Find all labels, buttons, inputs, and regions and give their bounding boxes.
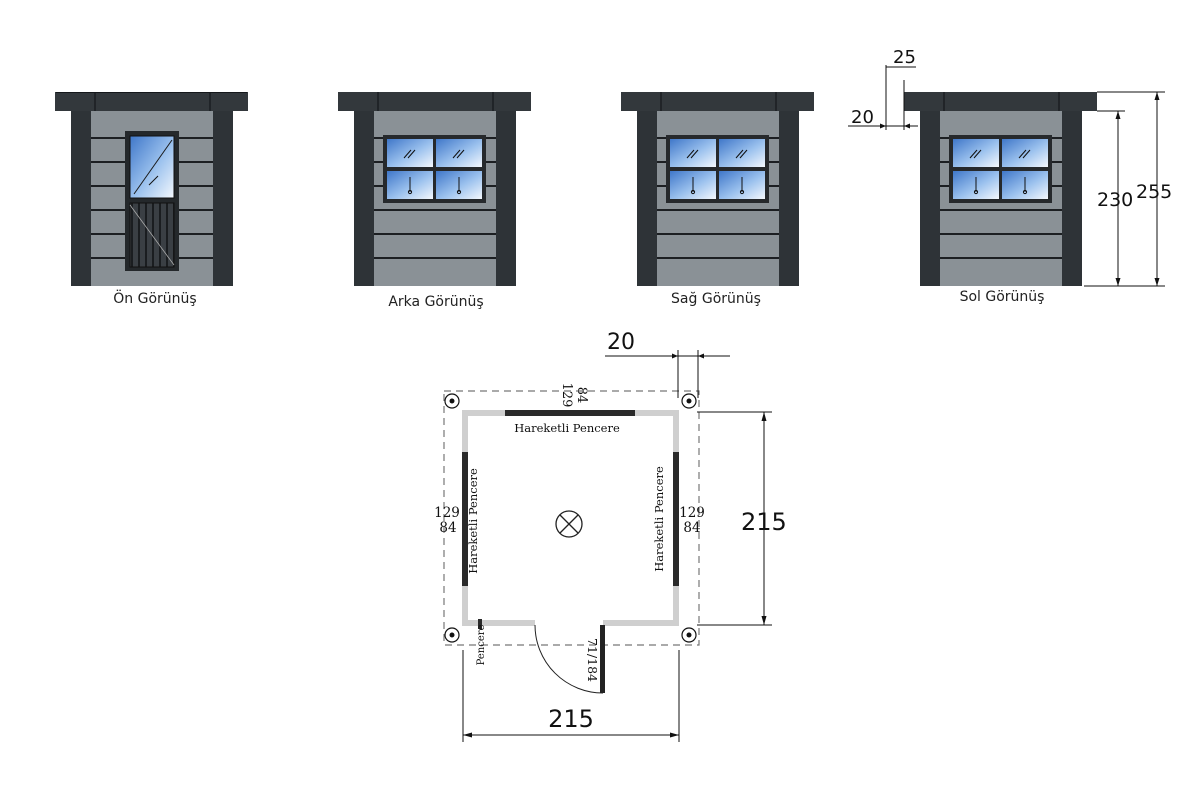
window <box>666 135 769 203</box>
back-view-caption: Arka Görünüş <box>388 294 483 310</box>
window-top-size-b: 84 <box>574 387 589 404</box>
corner-post <box>637 111 657 286</box>
left-view-caption: Sol Görünüş <box>960 289 1045 305</box>
roof-outline <box>443 390 700 646</box>
plan-dim-top: 20 <box>607 330 635 355</box>
plan-walls <box>462 410 679 626</box>
window-right <box>673 452 679 586</box>
dim-total-height: 255 <box>1136 181 1172 203</box>
window-right-size-a: 129 <box>679 505 705 521</box>
corner-post <box>920 111 940 286</box>
corner-post <box>213 111 233 286</box>
window-top <box>505 410 635 416</box>
roof <box>55 92 248 111</box>
door-glass <box>129 135 175 199</box>
corner-post <box>779 111 799 286</box>
window <box>383 135 486 203</box>
roof <box>904 92 1097 111</box>
corner-post <box>1062 111 1082 286</box>
plan-dim-width: 215 <box>548 705 594 733</box>
back-view: Arka Görünüş <box>338 92 531 310</box>
window-left-size-a: 129 <box>434 505 460 521</box>
dim-wall-inset: 20 <box>851 107 874 128</box>
plan-dimension-lines <box>462 350 772 742</box>
window-left-size-b: 84 <box>439 520 456 536</box>
window <box>949 135 1052 203</box>
front-view: Ön Görünüş <box>55 92 248 307</box>
window-right-label: Hareketli Pencere <box>652 466 666 572</box>
window-right-size-b: 84 <box>683 520 700 536</box>
window-left <box>462 452 468 586</box>
right-view-caption: Sağ Görünüş <box>671 291 761 307</box>
right-view: Sağ Görünüş <box>621 92 814 307</box>
ceiling-light-icon <box>555 510 583 538</box>
door-size-label: 71/184 <box>585 638 600 682</box>
floor-plan: Hareketli Pencere 129 84 Hareketli Pence… <box>434 330 787 742</box>
roof <box>621 92 814 111</box>
front-view-caption: Ön Görünüş <box>113 289 196 307</box>
plan-dim-depth: 215 <box>741 508 787 536</box>
small-window <box>478 619 482 629</box>
corner-post <box>354 111 374 286</box>
window-top-label: Hareketli Pencere <box>514 421 620 435</box>
small-window-label: Pencere <box>476 624 487 665</box>
window-left-label: Hareketli Pencere <box>466 468 480 574</box>
corner-post <box>496 111 516 286</box>
dim-wall-height: 230 <box>1097 189 1133 211</box>
left-view: Sol Görünüş 25 20 230 255 <box>848 47 1172 305</box>
roof <box>338 92 531 111</box>
dim-roof-overhang: 25 <box>893 47 916 68</box>
corner-posts <box>444 393 697 643</box>
door-swing <box>534 624 605 694</box>
window-top-size-a: 129 <box>559 383 574 408</box>
corner-post <box>71 111 91 286</box>
